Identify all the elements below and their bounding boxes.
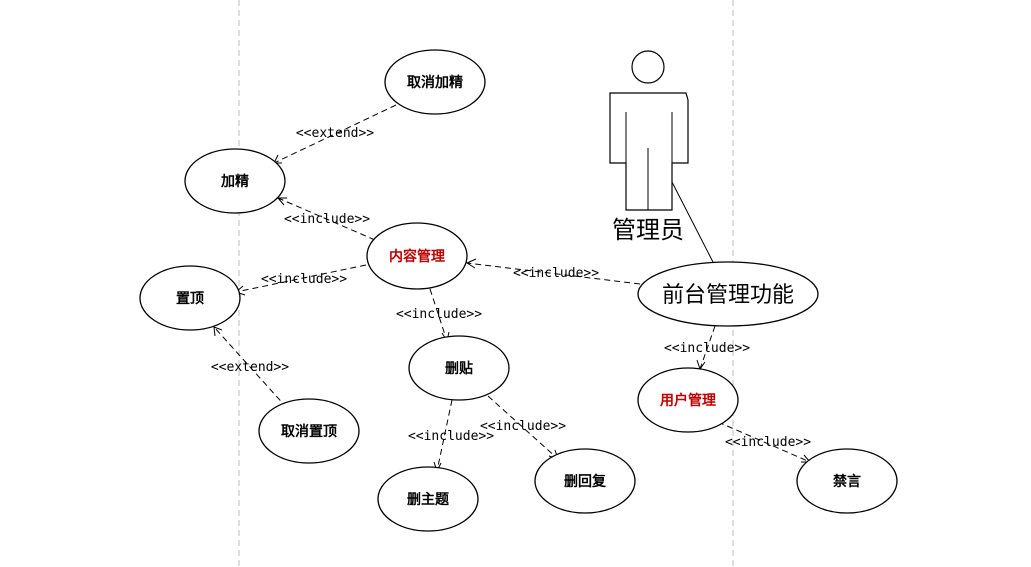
usecase-shan-huifu-label: 删回复 xyxy=(564,473,607,490)
usecase-quxiao-zhiding[interactable]: 取消置顶 xyxy=(258,398,360,464)
usecase-yonghu-guanli-label: 用户管理 xyxy=(660,392,716,409)
usecase-neirong-guanli-label: 内容管理 xyxy=(389,248,445,265)
rel-quxiaojiajing-jiajing: <<extend>> xyxy=(273,104,397,164)
actor-admin[interactable]: 管理员 xyxy=(609,50,689,244)
usecase-neirong-guanli[interactable]: 内容管理 xyxy=(366,222,468,290)
actor-association-line xyxy=(671,181,715,265)
rel-quxiaozhiding-zhiding: <<extend>> xyxy=(211,326,289,409)
rel-neirong-zhiding: <<include>> xyxy=(235,264,367,296)
actor-label: 管理员 xyxy=(612,216,684,244)
svg-text:<<include>>: <<include>> xyxy=(513,266,599,281)
usecase-yonghu-guanli[interactable]: 用户管理 xyxy=(637,367,739,433)
svg-text:<<include>>: <<include>> xyxy=(284,212,370,227)
svg-text:<<extend>>: <<extend>> xyxy=(296,126,374,141)
usecase-jinyan-label: 禁言 xyxy=(833,473,861,490)
usecase-quxiao-jiajing[interactable]: 取消加精 xyxy=(384,49,486,115)
svg-text:<<include>>: <<include>> xyxy=(480,419,566,434)
rel-shantie-shanzhuti: <<include>> xyxy=(408,399,494,473)
svg-text:<<include>>: <<include>> xyxy=(396,307,482,322)
svg-text:<<include>>: <<include>> xyxy=(408,429,494,444)
rel-neirong-jiajing: <<include>> xyxy=(276,197,376,241)
usecase-shan-huifu[interactable]: 删回复 xyxy=(534,448,636,514)
usecase-shan-zhuti-label: 删主题 xyxy=(407,491,450,508)
actor-head xyxy=(631,50,665,84)
actor-body xyxy=(609,92,689,211)
usecase-zhiding[interactable]: 置顶 xyxy=(139,265,241,331)
svg-text:<<include>>: <<include>> xyxy=(261,272,347,287)
usecase-qiantai-guanli-label: 前台管理功能 xyxy=(662,283,794,308)
usecase-zhiding-label: 置顶 xyxy=(176,290,204,307)
usecase-quxiao-jiajing-label: 取消加精 xyxy=(407,74,463,91)
usecase-jinyan[interactable]: 禁言 xyxy=(796,448,898,514)
svg-text:<<extend>>: <<extend>> xyxy=(211,360,289,375)
usecase-jiajing-label: 加精 xyxy=(220,173,249,190)
rel-neirong-shantie: <<include>> xyxy=(396,288,482,343)
usecase-jiajing[interactable]: 加精 xyxy=(184,148,286,214)
usecase-shantie[interactable]: 删贴 xyxy=(408,335,510,401)
usecase-shan-zhuti[interactable]: 删主题 xyxy=(377,466,479,532)
rel-qiantai-neirong: <<include>> xyxy=(465,258,641,285)
rel-qiantai-yonghu: <<include>> xyxy=(664,325,750,371)
rel-yonghu-jinyan: <<include>> xyxy=(717,421,811,463)
usecase-quxiao-zhiding-label: 取消置顶 xyxy=(281,423,337,440)
usecase-qiantai-guanli[interactable]: 前台管理功能 xyxy=(637,261,819,327)
svg-text:<<include>>: <<include>> xyxy=(664,341,750,356)
rel-shantie-shanhuifu: <<include>> xyxy=(480,395,566,460)
usecase-shantie-label: 删贴 xyxy=(445,360,473,377)
svg-text:<<include>>: <<include>> xyxy=(725,435,811,450)
